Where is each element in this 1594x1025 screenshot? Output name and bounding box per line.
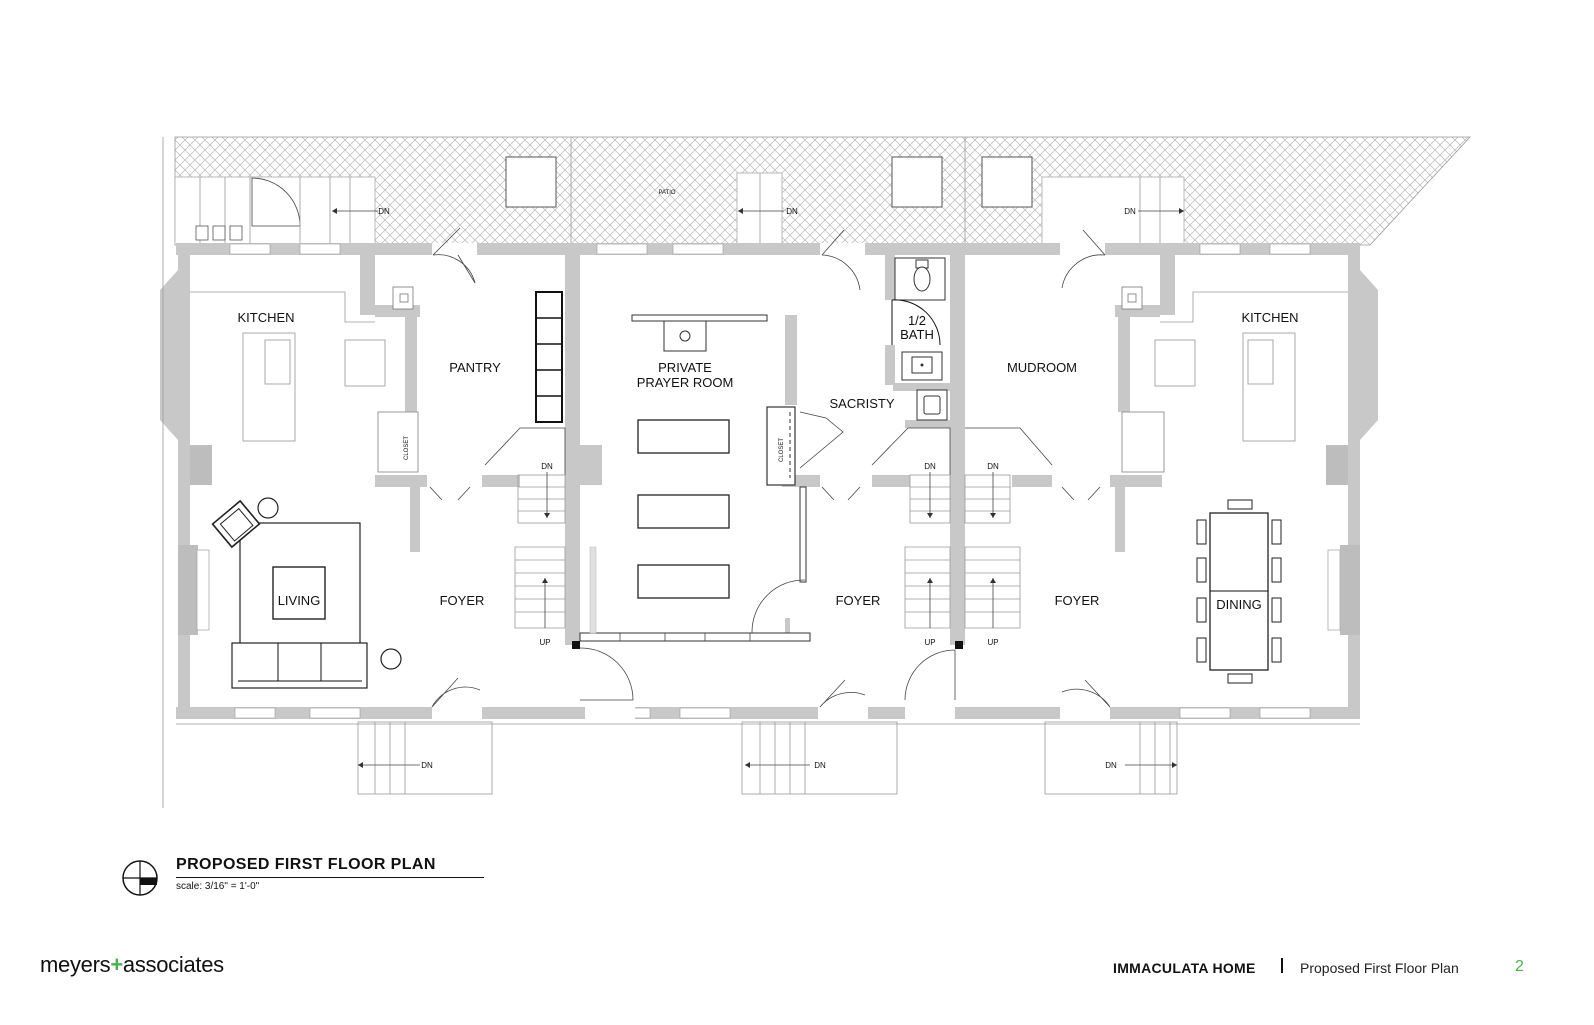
brand-logo: meyers+associates <box>40 952 224 978</box>
foyer-left-label: FOYER <box>440 593 485 608</box>
patio-area: PATIO <box>174 136 1471 246</box>
dn-label-front-left: DN <box>421 761 433 770</box>
exterior-walls <box>160 137 1378 808</box>
prayer-room: PRIVATE PRAYER ROOM CLOSET <box>572 314 844 701</box>
prayer-room-label-2: PRAYER ROOM <box>637 375 734 390</box>
dining-label: DINING <box>1216 597 1262 612</box>
living-label: LIVING <box>278 593 321 608</box>
plan-scale: scale: 3/16" = 1'-0" <box>176 881 260 892</box>
closet-left-label: CLOSET <box>404 436 410 460</box>
dn-label-rear-mid: DN <box>786 207 798 216</box>
page-number: 2 <box>1515 958 1524 975</box>
mudroom-foyer-right: MUDROOM DN UP FOYER DN <box>964 229 1178 795</box>
up-label-right: UP <box>987 638 998 647</box>
living-room: LIVING <box>211 497 402 689</box>
project-name: IMMACULATA HOME <box>1113 960 1256 976</box>
north-arrow-icon <box>122 860 158 896</box>
patio-label: PATIO <box>658 190 675 196</box>
plan-title-rule <box>176 877 484 878</box>
pantry-foyer-left: PANTRY DN UP FOYER <box>357 227 566 795</box>
sacristy-area: SACRISTY 1/2 BATH DN UP FOYER <box>741 229 963 795</box>
up-label-left: UP <box>539 638 550 647</box>
closet-mid-label: CLOSET <box>779 438 785 462</box>
dn-label-rear-left: DN <box>378 207 390 216</box>
brand-logo-plus: + <box>110 952 123 977</box>
pantry-label: PANTRY <box>449 360 501 375</box>
mudroom-label: MUDROOM <box>1007 360 1077 375</box>
brand-logo-left: meyers <box>40 952 111 977</box>
sheet-subtitle: Proposed First Floor Plan <box>1300 960 1459 976</box>
prayer-room-label-1: PRIVATE <box>658 360 712 375</box>
sacristy-label: SACRISTY <box>829 396 894 411</box>
interior-walls <box>360 255 1175 645</box>
footer-separator <box>1281 958 1283 973</box>
kitchen-left-label: KITCHEN <box>237 310 294 325</box>
bath-label-1: 1/2 <box>908 313 926 328</box>
kitchen-left: KITCHEN CLOSET <box>190 286 419 473</box>
rear-stairs: DN DN DN <box>195 173 1184 245</box>
kitchen-right-label: KITCHEN <box>1241 310 1298 325</box>
dn-label-front-mid: DN <box>814 761 826 770</box>
dn-label-rear-right: DN <box>1124 207 1136 216</box>
dn-label-front-right: DN <box>1105 761 1117 770</box>
foyer-mid-label: FOYER <box>836 593 881 608</box>
dn-label-right: DN <box>987 462 999 471</box>
kitchen-dining-right: KITCHEN DINING <box>1121 286 1348 684</box>
dn-label-left: DN <box>541 462 553 471</box>
foyer-right-label: FOYER <box>1055 593 1100 608</box>
bath-label-2: BATH <box>900 327 934 342</box>
brand-logo-right: associates <box>122 952 224 977</box>
up-label-mid: UP <box>924 638 935 647</box>
plan-title: PROPOSED FIRST FLOOR PLAN <box>176 856 436 873</box>
dn-label-mid: DN <box>924 462 936 471</box>
